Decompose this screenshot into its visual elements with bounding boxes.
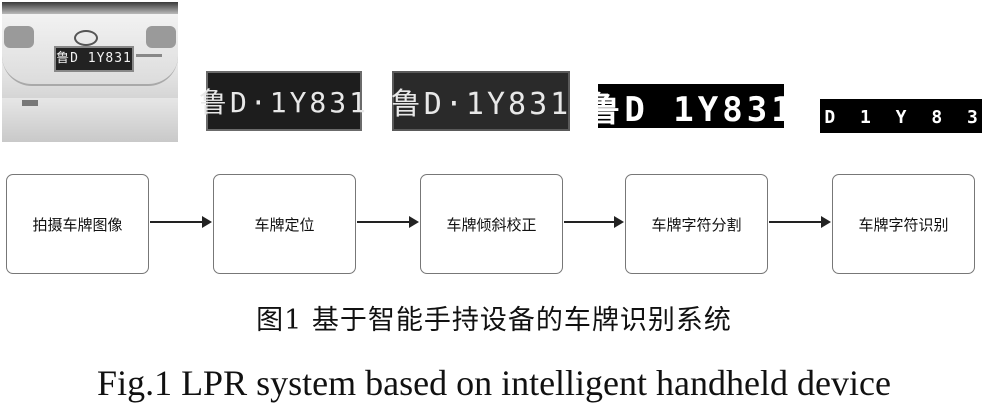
car-brand-logo: [74, 30, 98, 46]
segmented-characters-image: 鲁 D 1 Y 8 3 1: [820, 99, 982, 133]
figure-caption-english: Fig.1 LPR system based on intelligent ha…: [0, 362, 988, 404]
flow-arrow: [357, 221, 417, 223]
flow-arrow: [150, 221, 210, 223]
step-plate-localization: 车牌定位: [213, 174, 356, 274]
car-license-plate: 鲁D 1Y831: [54, 46, 134, 72]
step-capture-plate-image: 拍摄车牌图像: [6, 174, 149, 274]
step-character-recognition: 车牌字符识别: [832, 174, 975, 274]
car-model-badge: [136, 54, 162, 57]
flow-arrow: [564, 221, 622, 223]
binarized-plate-image: 鲁D 1Y831: [598, 84, 784, 128]
car-emblem-mark: [22, 100, 38, 106]
car-tail-light-left: [4, 26, 34, 48]
car-tail-light-right: [146, 26, 176, 48]
step-character-segmentation: 车牌字符分割: [625, 174, 768, 274]
tilt-corrected-plate-image: 鲁D·1Y831: [392, 71, 570, 131]
flow-arrow: [769, 221, 829, 223]
car-rear-photo: 鲁D 1Y831: [2, 2, 178, 142]
located-plate-image: 鲁D·1Y831: [206, 71, 362, 131]
figure-caption-chinese: 图1 基于智能手持设备的车牌识别系统: [0, 298, 988, 337]
step-plate-tilt-correction: 车牌倾斜校正: [420, 174, 563, 274]
